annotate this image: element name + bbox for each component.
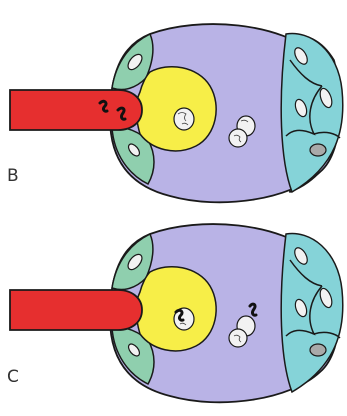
polar-nucleus-icon (229, 329, 247, 347)
egg-nucleus-icon (174, 108, 194, 130)
pollen-tube (10, 90, 142, 130)
pollen-tube (10, 290, 142, 330)
nucleus-icon (310, 344, 326, 356)
panel-b (10, 24, 343, 202)
panel-c (10, 224, 343, 402)
egg-cell (136, 267, 216, 351)
antipodal-group-outline (281, 33, 343, 192)
panel-label-b: B (7, 168, 19, 185)
nucleus-icon (310, 144, 326, 156)
polar-nucleus-icon (229, 129, 247, 147)
panel-label-c: C (7, 369, 19, 386)
egg-cell (136, 67, 216, 151)
antipodal-group-outline (281, 233, 343, 392)
